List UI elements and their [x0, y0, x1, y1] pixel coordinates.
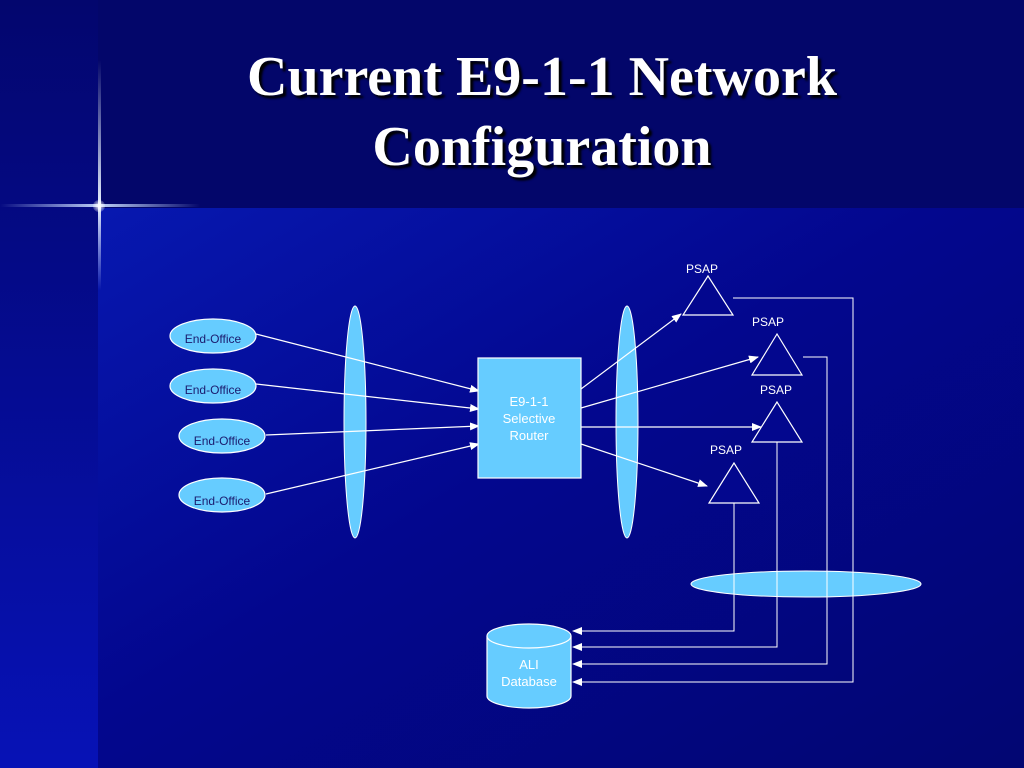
- router-label-line-2: Selective: [503, 411, 556, 426]
- end-office-node: End-Office: [169, 318, 257, 354]
- psap-label: PSAP: [760, 383, 792, 397]
- trunk-group-ellipse-left: [343, 305, 367, 539]
- end-office-label: End-Office: [194, 434, 251, 448]
- end-office-node: End-Office: [178, 477, 266, 513]
- ali-label-line-1: ALI: [519, 657, 539, 672]
- end-office-label: End-Office: [185, 383, 242, 397]
- connector-eo3-router: [265, 422, 480, 436]
- end-office-label: End-Office: [194, 494, 251, 508]
- left-background-band: [0, 0, 98, 768]
- connector-psap3-ali: [572, 442, 778, 651]
- router-label-line-3: Router: [509, 428, 549, 443]
- psap-label: PSAP: [686, 262, 718, 276]
- connector-psap2-ali: [572, 356, 828, 668]
- connector-psap1-ali: [572, 297, 854, 686]
- connector-eo1-router: [255, 333, 480, 393]
- connector-psap4-ali: [572, 503, 735, 635]
- selective-router-node: E9-1-1 Selective Router: [477, 357, 582, 479]
- end-office-node: End-Office: [178, 418, 266, 454]
- title-line-2: Configuration: [372, 116, 712, 178]
- psap-node: PSAP: [750, 383, 804, 443]
- slide-title: Current E9-1-1 Network Configuration: [100, 42, 984, 182]
- connector-router-psap4: [580, 443, 708, 487]
- trunk-group-ellipse-right: [615, 305, 639, 539]
- connector-eo4-router: [265, 442, 480, 495]
- end-office-label: End-Office: [185, 332, 242, 346]
- vertical-light-flare: [98, 60, 101, 290]
- connector-eo2-router: [255, 383, 480, 412]
- ali-database-node: ALI Database: [486, 623, 572, 709]
- end-office-node: End-Office: [169, 368, 257, 404]
- router-label-line-1: E9-1-1: [509, 394, 548, 409]
- star-flare-icon: [93, 200, 105, 212]
- psap-node: PSAP: [681, 262, 735, 316]
- connector-router-psap1: [580, 313, 682, 390]
- psap-label: PSAP: [752, 315, 784, 329]
- data-link-ellipse: [690, 570, 922, 598]
- psap-node: PSAP: [707, 443, 761, 504]
- connector-router-psap2: [580, 355, 759, 409]
- psap-label: PSAP: [710, 443, 742, 457]
- psap-node: PSAP: [750, 315, 804, 376]
- title-line-1: Current E9-1-1 Network: [247, 46, 837, 108]
- ali-label-line-2: Database: [501, 674, 557, 689]
- title-background-band: [98, 0, 1024, 208]
